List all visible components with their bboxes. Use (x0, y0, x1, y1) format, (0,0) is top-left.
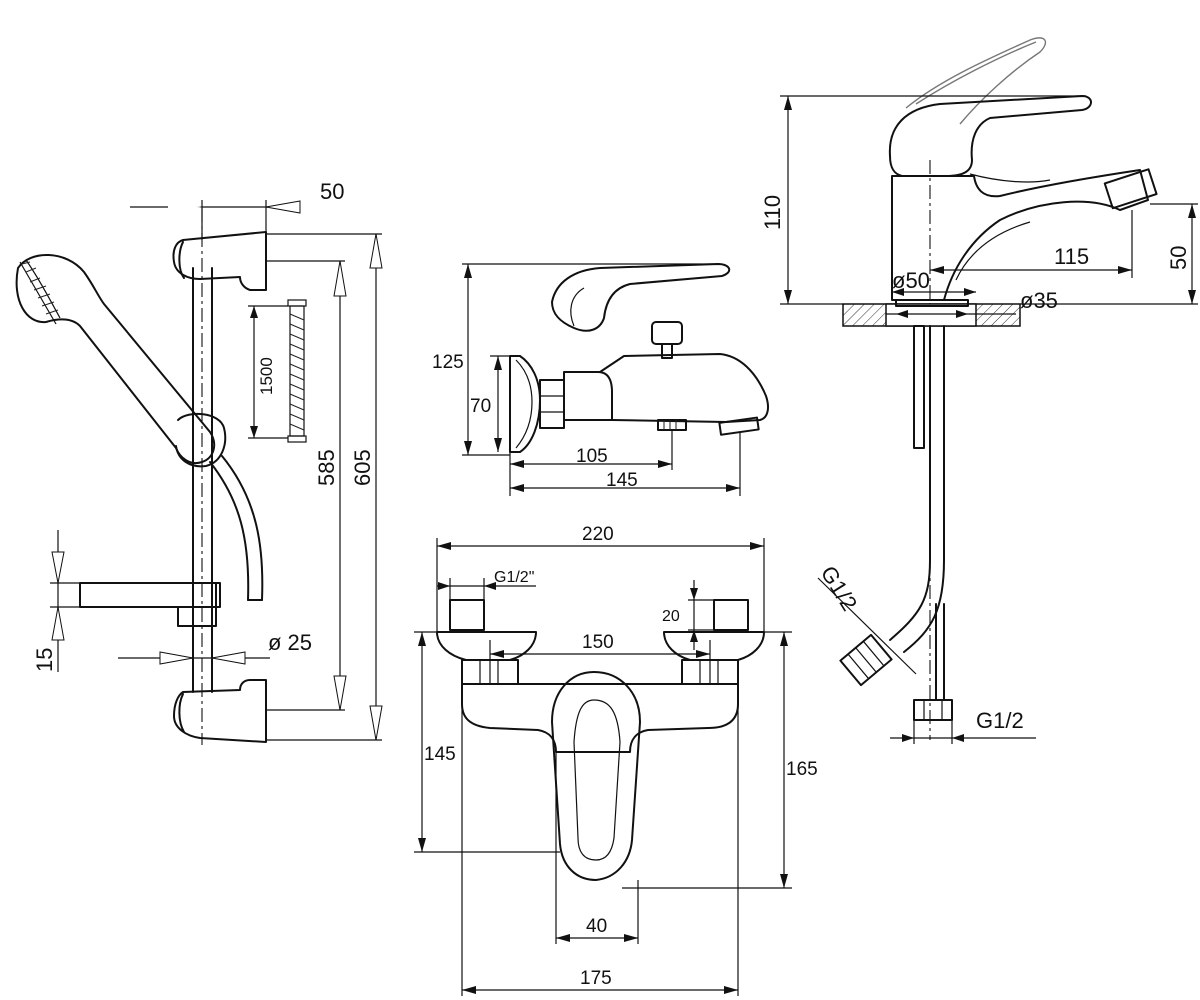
mixer-front-body (461, 683, 739, 753)
dim-side-height: 125 (432, 352, 464, 373)
pipe-nut (913, 699, 953, 721)
dim-bracket-span: 585 (314, 449, 339, 486)
dim-hose-length: 1500 (257, 357, 276, 395)
shower-rail-view: 1500 50 585 605 15 ø 25 (15, 179, 383, 745)
dim-front-left-height: 145 (424, 744, 456, 765)
dim-body-height: 70 (470, 396, 491, 417)
right-eccentric (713, 599, 749, 631)
dim-front-handle-width: 40 (586, 916, 607, 937)
dim-pipe-thread: G1/2 (976, 708, 1024, 733)
basin-body (891, 169, 1149, 301)
dim-basin-hole-diameter: ø35 (1020, 288, 1058, 313)
lever-raised-ghost (905, 37, 1047, 125)
dim-holder-thickness: 15 (32, 648, 57, 672)
dim-basin-reach: 115 (1054, 244, 1089, 269)
dim-basin-spout-height: 50 (1166, 246, 1191, 270)
bottom-wall-bracket (173, 679, 267, 743)
bath-mixer-side-view: 125 70 105 145 (432, 263, 769, 496)
top-wall-bracket (172, 231, 267, 291)
dim-side-total-length: 145 (606, 470, 638, 491)
dim-total-height: 605 (350, 449, 375, 486)
dim-front-thread: G1/2" (494, 569, 534, 586)
basin-lever (888, 95, 1092, 177)
dim-rail-diameter: ø 25 (268, 630, 312, 655)
slider-holder (79, 582, 221, 608)
dim-basin-base-diameter: ø50 (892, 268, 930, 293)
dim-front-centers: 150 (582, 632, 614, 653)
hand-shower (15, 254, 216, 464)
dim-front-eccentric: 20 (662, 608, 680, 625)
inlet-pipe (889, 325, 931, 641)
basin-mixer-view: 110 115 50 ø50 ø35 G1/2 G1/2 (760, 37, 1198, 744)
dim-basin-height: 110 (760, 195, 785, 230)
bath-spout (599, 353, 769, 423)
dim-top-width: 50 (320, 179, 344, 204)
mixer-lever (551, 263, 731, 332)
left-eccentric (449, 599, 485, 631)
diverter-knob (651, 321, 683, 345)
dim-front-right-height: 165 (786, 759, 818, 780)
dim-front-width: 220 (582, 524, 614, 545)
shower-hose (209, 461, 250, 601)
bath-mixer-front-view: 220 G1/2" 20 150 145 165 (414, 524, 818, 996)
front-lever (551, 671, 641, 881)
dim-hose-thread: G1/2 (816, 561, 862, 615)
dim-front-body-width: 175 (580, 968, 612, 989)
wall-flange (509, 355, 541, 453)
dim-spout-length: 105 (576, 446, 608, 467)
mixer-body (563, 371, 613, 421)
